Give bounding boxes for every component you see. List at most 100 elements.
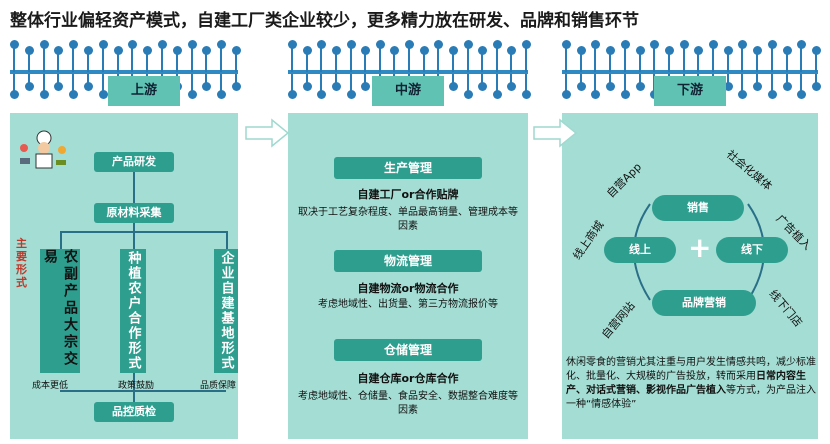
drop-line [770, 74, 773, 92]
drop-dot [723, 82, 733, 91]
drop-line [623, 74, 626, 92]
header-upstream: 上游 [108, 76, 180, 106]
drop-dot [620, 90, 630, 99]
drop-dot [522, 90, 531, 99]
drop-dot [39, 90, 49, 99]
drop-line [72, 44, 75, 72]
drop-line [800, 74, 803, 92]
drop-line [146, 50, 149, 72]
drop-dot [738, 90, 748, 99]
connector-line [226, 231, 228, 249]
drop-line [815, 74, 817, 84]
node-offline: 线下 [716, 237, 788, 263]
drop-line [437, 44, 440, 72]
decor-bar-upstream [10, 70, 238, 74]
decor-bar-midstream [288, 70, 528, 74]
drop-dot [217, 90, 227, 99]
drop-line [785, 50, 788, 72]
drop-dot [753, 82, 763, 91]
drop-line [451, 50, 454, 72]
drop-dot [448, 82, 458, 91]
drop-line [712, 44, 715, 72]
drop-line [235, 74, 237, 84]
drop-line [101, 74, 104, 92]
drop-line [175, 50, 178, 72]
drop-line [815, 50, 817, 72]
drop-dot [288, 90, 297, 99]
drop-line [57, 50, 60, 72]
drop-line [13, 44, 15, 72]
header-midstream: 中游 [372, 76, 444, 106]
step-product-rd: 产品研发 [94, 152, 174, 172]
drop-dot [187, 90, 197, 99]
drop-line [349, 74, 352, 92]
drop-dot [478, 82, 488, 91]
drop-dot [463, 90, 473, 99]
drop-dot [797, 90, 807, 99]
drop-line [13, 74, 15, 92]
drop-line [594, 74, 597, 92]
drop-line [510, 74, 513, 84]
drop-line [57, 74, 60, 84]
connector-line [60, 231, 226, 233]
form-self-built-base: 企业自建基地形式 [214, 249, 238, 373]
drop-line [579, 74, 582, 84]
drop-dot [10, 90, 19, 99]
mid-bold-production: 自建工厂or合作贴牌 [357, 188, 459, 201]
drop-line [101, 44, 104, 72]
drop-dot [507, 82, 517, 91]
drop-line [87, 50, 89, 72]
drop-line [623, 44, 626, 72]
drop-dot [591, 90, 601, 99]
mid-text-logistics: 考虑地域性、出货量、第三方物流报价等 [318, 299, 498, 310]
drop-line [741, 44, 744, 72]
drop-line [87, 74, 89, 84]
drop-line [638, 50, 641, 72]
drop-line [495, 74, 498, 92]
drop-dot [69, 90, 79, 99]
mid-bold-logistics: 自建物流or物流合作 [357, 282, 459, 295]
arrow-right-icon [533, 118, 578, 148]
drop-line [481, 50, 484, 72]
drop-line [726, 50, 729, 72]
drop-line [27, 74, 30, 84]
drop-line [334, 50, 337, 72]
mid-text-warehouse: 考虑地域性、仓储量、食品安全、数据整合难度等因素 [298, 391, 518, 416]
step-material-collection: 原材料采集 [94, 203, 174, 223]
description-bold-text: 日常内容生产、对话式营销、影视作品广告植入 [566, 371, 806, 396]
drop-line [305, 50, 308, 72]
decor-bar-downstream [562, 70, 818, 74]
drop-line [466, 74, 469, 92]
drop-line [565, 74, 567, 92]
drop-line [220, 74, 223, 92]
drop-line [756, 50, 759, 72]
page-title: 整体行业偏轻资产模式，自建工厂类企业较少，更多精力放在研发、品牌和销售环节 [10, 11, 639, 31]
drop-dot [302, 82, 312, 91]
side-label-main-forms: 主要形式 [16, 237, 27, 289]
drop-line [205, 50, 208, 72]
mid-text-production: 取决于工艺复杂程度、单品最高销量、管理成本等因素 [298, 207, 518, 232]
drop-line [726, 74, 729, 84]
drop-line [190, 74, 193, 92]
drop-dot [202, 82, 212, 91]
mid-bold-warehouse: 自建仓库or仓库合作 [357, 372, 459, 385]
drop-line [422, 50, 425, 72]
drop-line [594, 44, 597, 72]
drop-line [291, 74, 293, 92]
drop-dot [98, 90, 108, 99]
panel-downstream [562, 113, 818, 439]
drop-dot [812, 82, 821, 91]
drop-line [682, 44, 685, 72]
drop-line [190, 44, 193, 72]
caption-lower-cost: 成本更低 [32, 381, 69, 391]
drop-line [741, 74, 744, 92]
drop-line [235, 50, 237, 72]
mid-title-production: 生产管理 [334, 157, 482, 179]
drop-line [116, 50, 119, 72]
drop-dot [54, 82, 64, 91]
drop-line [131, 44, 134, 72]
drop-dot [84, 82, 93, 91]
drop-line [609, 50, 612, 72]
connector-line [60, 231, 62, 249]
mid-title-warehouse: 仓储管理 [334, 339, 482, 361]
